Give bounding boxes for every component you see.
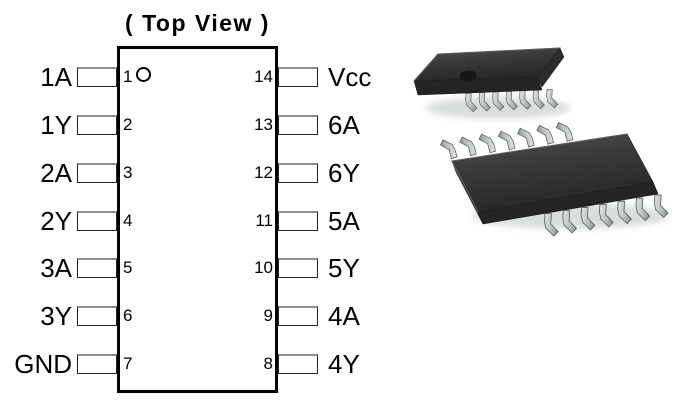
pin1-dimple xyxy=(459,70,477,82)
pin-number-left: 6 xyxy=(123,306,133,326)
pin-number-left: 1 xyxy=(123,67,133,86)
pin-box-right xyxy=(278,258,318,279)
package-pin xyxy=(478,92,491,112)
pin-box-right xyxy=(278,306,318,327)
pin-box-left xyxy=(77,114,117,135)
package-pin xyxy=(536,124,554,145)
pin-label-right: Vcc xyxy=(328,62,372,92)
package-pin xyxy=(617,200,632,225)
top-chip-top-face xyxy=(413,47,561,82)
bottom-chip-back-pins xyxy=(439,121,574,160)
package-pin xyxy=(497,130,516,151)
top-chip-edge-highlight xyxy=(413,47,561,82)
pin-label-right: 5A xyxy=(328,205,360,236)
pin-label-left: GND xyxy=(14,349,72,379)
pin-label-right: 6A xyxy=(328,109,360,140)
pin-box-left xyxy=(77,162,117,183)
bottom-chip-front-pins xyxy=(544,194,669,237)
pin-label-left: 1Y xyxy=(40,109,72,140)
package-pin xyxy=(653,194,669,219)
pin-box-left xyxy=(77,354,117,374)
pin-box-left xyxy=(77,258,117,279)
package-pin xyxy=(465,92,478,113)
package-pin xyxy=(478,133,497,154)
pin-label-left: 3A xyxy=(40,253,72,284)
package-bottom-chip xyxy=(439,121,669,237)
package-pin xyxy=(439,139,458,160)
pin-box-right xyxy=(278,210,318,231)
pin-box-right xyxy=(278,354,318,374)
top-chip-pins xyxy=(465,89,559,113)
pin-number-left: 2 xyxy=(123,114,133,134)
pin-number-right: 13 xyxy=(254,114,273,134)
pin-number-right: 10 xyxy=(254,258,273,278)
pin-box-right xyxy=(278,162,318,183)
pin-number-left: 7 xyxy=(123,354,133,373)
pin-label-right: 4A xyxy=(328,301,360,332)
package-pin xyxy=(532,89,545,110)
pin-box-left xyxy=(77,67,117,87)
ic-body-outline xyxy=(117,46,278,393)
pin-label-right: 5Y xyxy=(328,253,360,284)
pin-label-left: 3Y xyxy=(40,301,72,332)
package-pin xyxy=(555,121,574,142)
package-pin xyxy=(562,209,578,234)
pin-label-left: 1A xyxy=(40,62,72,92)
package-pin xyxy=(492,91,505,111)
pin-box-right xyxy=(278,114,318,135)
package-pin xyxy=(517,127,535,148)
package-pin xyxy=(546,89,559,109)
package-pin xyxy=(505,90,518,111)
bottom-chip-edge-highlight xyxy=(451,133,628,213)
package-pin xyxy=(519,90,532,110)
pin-number-left: 5 xyxy=(123,258,133,278)
pin-box-right xyxy=(278,67,318,87)
pin-number-right: 8 xyxy=(263,354,273,373)
pin-label-right: 6Y xyxy=(328,157,360,188)
package-top-chip xyxy=(413,47,565,113)
pin-number-right: 12 xyxy=(254,162,273,182)
pin-number-right: 14 xyxy=(254,67,273,86)
pin-label-left: 2Y xyxy=(40,205,72,236)
package-pin xyxy=(635,197,651,222)
pin-number-right: 9 xyxy=(263,306,273,326)
pin-label-left: 2A xyxy=(40,157,72,188)
package-pin xyxy=(599,203,614,228)
pin-box-left xyxy=(77,210,117,231)
diagram-title: ( Top View ) xyxy=(125,10,270,36)
package-3d-render xyxy=(413,47,669,237)
pin-number-left: 4 xyxy=(123,210,133,230)
pin-box-left xyxy=(77,306,117,327)
pin-label-right: 4Y xyxy=(328,349,360,379)
package-pin xyxy=(580,206,596,231)
package-pin xyxy=(459,136,477,157)
package-pin xyxy=(544,213,559,237)
pin-number-right: 11 xyxy=(255,210,273,230)
pin-number-left: 3 xyxy=(123,162,133,182)
pin1-indicator-circle xyxy=(136,67,151,82)
